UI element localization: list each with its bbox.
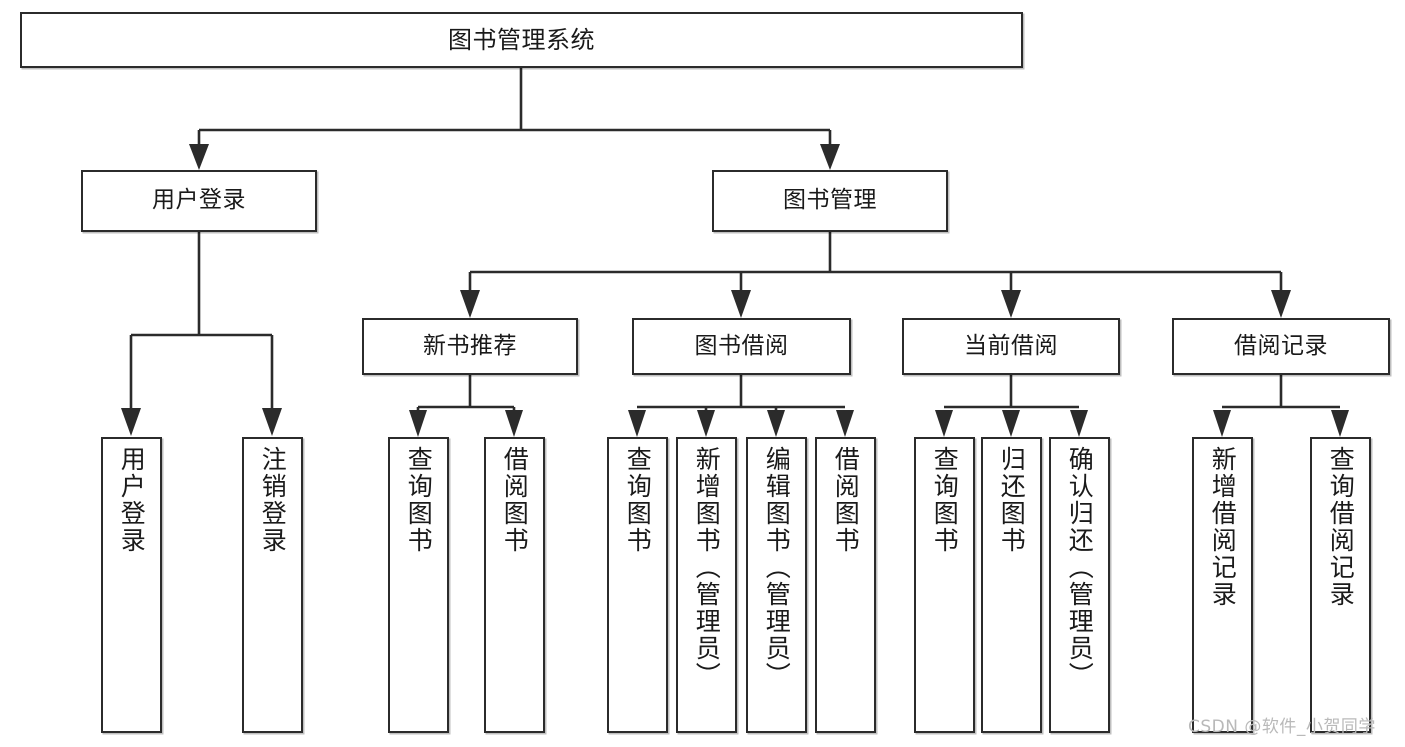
node-book-management[interactable]: 图书管理 [712, 170, 948, 232]
arrow-br-1 [1213, 410, 1231, 437]
node-leaf-borrow-book-recommend[interactable]: 借阅图书 [484, 437, 545, 733]
node-current-borrow[interactable]: 当前借阅 [902, 318, 1120, 375]
node-root-library-management-system[interactable]: 图书管理系统 [20, 12, 1023, 68]
node-leaf-query-book-borrow[interactable]: 查询图书 [607, 437, 668, 733]
node-leaf-add-borrow-record[interactable]: 新增借阅记录 [1192, 437, 1253, 733]
node-label: 图书借阅 [694, 332, 789, 359]
node-label: 新增借阅记录 [1208, 446, 1238, 608]
node-label: 新书推荐 [423, 332, 517, 359]
node-label: 查询图书 [404, 446, 434, 554]
arrow-book-c2 [731, 290, 751, 318]
node-label: 归还图书 [997, 446, 1027, 554]
node-label: 借阅图书 [500, 446, 530, 554]
arrow-bb-2 [697, 410, 715, 437]
node-new-book-recommend[interactable]: 新书推荐 [362, 318, 578, 375]
arrow-bb-4 [836, 410, 854, 437]
arrow-root-to-user [189, 144, 209, 170]
node-label: 借阅图书 [831, 446, 861, 554]
node-label: 注销登录 [258, 446, 288, 554]
arrow-user-leaf-2 [262, 408, 282, 436]
arrow-cb-3 [1070, 410, 1088, 437]
node-leaf-query-book-current[interactable]: 查询图书 [914, 437, 975, 733]
node-leaf-edit-book-admin[interactable]: 编辑图书（管理员） [746, 437, 807, 733]
node-book-borrow[interactable]: 图书借阅 [632, 318, 851, 375]
node-leaf-logout[interactable]: 注销登录 [242, 437, 303, 733]
arrow-cb-2 [1002, 410, 1020, 437]
node-leaf-user-login[interactable]: 用户登录 [101, 437, 162, 733]
node-label: 借阅记录 [1234, 332, 1328, 359]
arrow-book-c4 [1271, 290, 1291, 318]
arrow-user-leaf-1 [121, 408, 141, 436]
node-leaf-borrow-book[interactable]: 借阅图书 [815, 437, 876, 733]
arrow-cb-1 [935, 410, 953, 437]
arrow-br-2 [1331, 410, 1349, 437]
arrow-root-to-book [820, 144, 840, 170]
node-label: 图书管理系统 [448, 25, 595, 54]
node-label: 查询图书 [930, 446, 960, 554]
node-label: 确认归还（管理员） [1065, 446, 1095, 689]
arrow-bb-1 [628, 410, 646, 437]
node-label: 用户登录 [117, 446, 147, 554]
node-label: 编辑图书（管理员） [762, 446, 792, 689]
node-leaf-return-book[interactable]: 归还图书 [981, 437, 1042, 733]
node-leaf-query-borrow-record[interactable]: 查询借阅记录 [1310, 437, 1371, 733]
arrow-nbr-2 [505, 410, 523, 437]
node-label: 新增图书（管理员） [692, 446, 722, 689]
arrow-nbr-1 [409, 410, 427, 437]
node-user-login[interactable]: 用户登录 [81, 170, 317, 232]
node-label: 用户登录 [152, 187, 246, 214]
node-leaf-query-book-recommend[interactable]: 查询图书 [388, 437, 449, 733]
node-label: 图书管理 [783, 187, 877, 214]
node-leaf-add-book-admin[interactable]: 新增图书（管理员） [676, 437, 737, 733]
arrow-book-c1 [460, 290, 480, 318]
arrow-book-c3 [1001, 290, 1021, 318]
node-leaf-confirm-return-admin[interactable]: 确认归还（管理员） [1049, 437, 1110, 733]
node-label: 当前借阅 [964, 332, 1058, 359]
arrow-bb-3 [767, 410, 785, 437]
node-label: 查询借阅记录 [1326, 446, 1356, 608]
node-borrow-record[interactable]: 借阅记录 [1172, 318, 1390, 375]
node-label: 查询图书 [623, 446, 653, 554]
